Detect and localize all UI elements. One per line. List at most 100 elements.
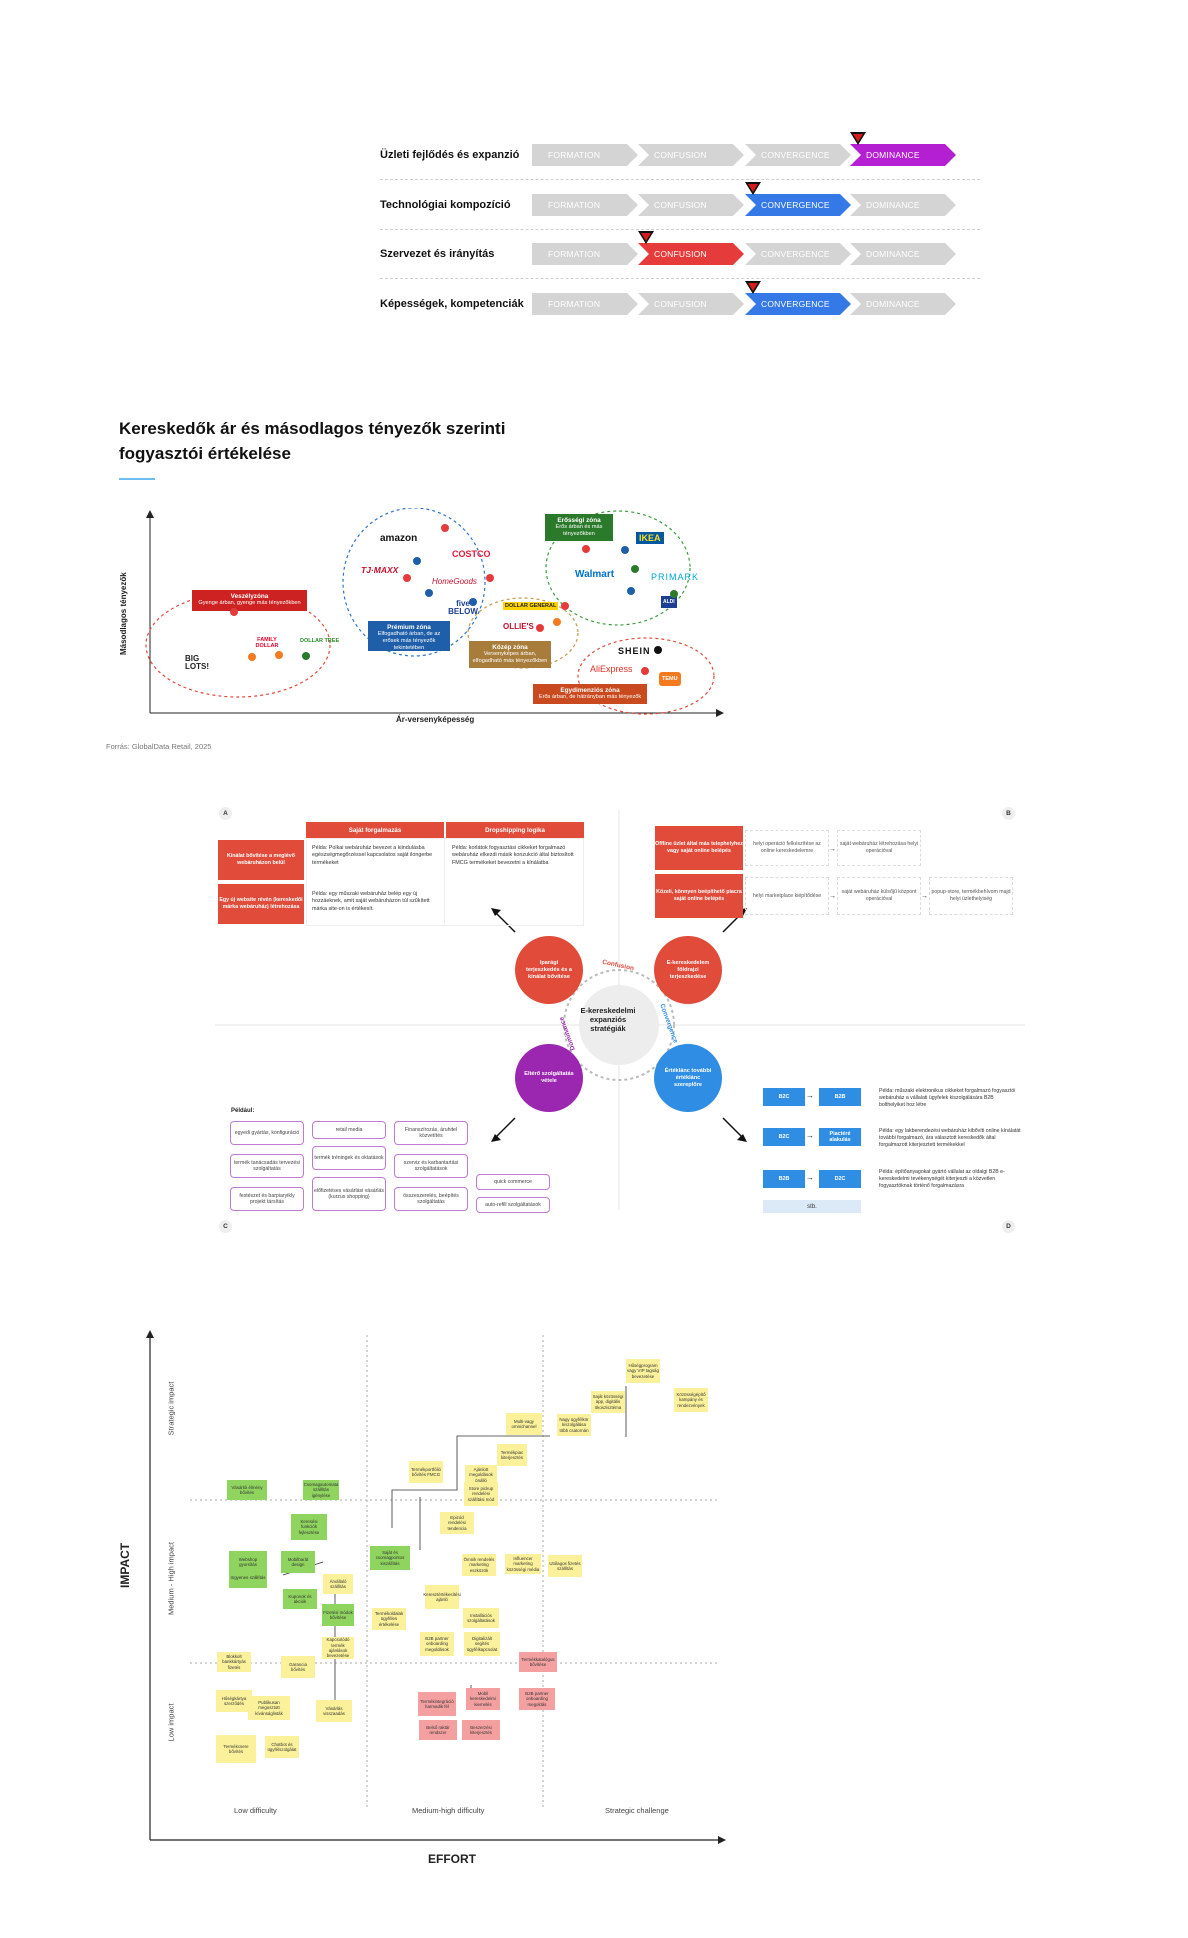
brand-primark: PRIMARK xyxy=(651,572,700,582)
sticky-note: Termékkatalógus bővítése xyxy=(519,1652,557,1672)
d-box: B2C xyxy=(763,1128,805,1146)
c-title: Például: xyxy=(231,1108,255,1114)
c-item: összeszerelés, beépítés szolgáltatás xyxy=(394,1187,468,1211)
corner-b: B xyxy=(1002,807,1015,820)
stage-marker-icon xyxy=(850,132,866,145)
c-item: quick commerce xyxy=(476,1174,550,1190)
c-item: egyedi gyártás, konfiguráció xyxy=(230,1121,304,1145)
source-note: Forrás: GlobalData Retail, 2025 xyxy=(106,742,212,751)
brand-dot xyxy=(553,618,561,626)
brand-tjmaxx: TJ·MAXX xyxy=(361,565,399,575)
sticky-note: Keresztértékesítési ajánló xyxy=(423,1585,461,1609)
corner-d: D xyxy=(1002,1220,1015,1233)
zone-premium xyxy=(342,508,486,657)
sticky-note: Termékcsere bővítés xyxy=(216,1735,256,1763)
c-item: előfizetéses vásárlási vásárlás (kurzus … xyxy=(312,1177,386,1211)
d-example: Példa: építőanyagokat gyártó vállalat az… xyxy=(879,1169,1005,1189)
sticky-note: Hűségkártya szerződés xyxy=(216,1690,252,1712)
d-box: B2B xyxy=(763,1170,805,1188)
c-item: termék tanácsadás tervezési szolgáltatás xyxy=(230,1154,304,1178)
sticky-note: Nagy ügyfélkör kiszolgálása több csatorn… xyxy=(557,1414,591,1436)
brand-ikea: IKEA xyxy=(636,532,664,544)
c-item: Finanszírozás, áruhitel közvetítés xyxy=(394,1121,468,1145)
arrow-icon: → xyxy=(806,1131,814,1140)
sticky-note: Influencer marketing közösségi média xyxy=(505,1554,541,1574)
zone-kozep xyxy=(467,597,579,669)
brand-dot xyxy=(536,624,544,632)
brand-ollies: OLLIE'S xyxy=(503,622,534,631)
retail-xlabel: Ár-versenyképesség xyxy=(396,715,475,724)
sticky-note: Beszerzési kiterjesztés xyxy=(462,1720,500,1740)
brand-five-below: five BELOW xyxy=(448,599,478,616)
stage-chevron-confusion: CONFUSION xyxy=(638,243,744,265)
arrow-icon: → xyxy=(806,1091,814,1100)
a-col1-header: Saját forgalmazás xyxy=(306,822,444,838)
stage-chevron-formation: FORMATION xyxy=(532,144,638,166)
stage-marker-icon xyxy=(745,281,761,294)
sticky-note: Webshop gyorsítás xyxy=(229,1551,267,1573)
stage-chevron-formation: FORMATION xyxy=(532,293,638,315)
sticky-note: Saját és csomagpontos kiszállítás xyxy=(370,1546,410,1570)
b-cell-22: saját webáruház külsőjű központ operáció… xyxy=(837,877,921,915)
a-cell-11: Példa: Polkai webáruház bevezet a kiindu… xyxy=(312,845,433,866)
b-cell-12: saját webáruház létrehozása helyi operác… xyxy=(837,830,921,866)
circle-foldrajzi: E-kereskedelem földrajzi terjeszkedése xyxy=(654,936,722,1004)
x-col-label: Low difficulty xyxy=(234,1806,277,1815)
brand-dot xyxy=(403,574,411,582)
sticky-note: Ömnik rendelés marketing eszközök xyxy=(462,1554,496,1576)
d-box: B2B xyxy=(819,1088,861,1106)
divider xyxy=(380,179,980,180)
b-row1-label: Offline üzlet által más telephelyhez vag… xyxy=(655,826,743,870)
sticky-note: Saját közösségi app, digitális ökosziszt… xyxy=(591,1391,625,1413)
corner-c: C xyxy=(219,1220,232,1233)
stage-row-label: Képességek, kompetenciák xyxy=(380,298,524,310)
sticky-note: Termékoldalak ügyféles értékelése xyxy=(372,1608,406,1630)
sticky-note: Ajánlott megoldások önálló xyxy=(465,1465,497,1485)
sticky-note: Epizód rendelési tendencia xyxy=(440,1512,474,1534)
sticky-note: Publikusan megosztott kívánságlisták xyxy=(248,1696,290,1720)
stage-chevron-dominance: DOMINANCE xyxy=(850,144,956,166)
arrow-icon: → xyxy=(829,893,836,900)
title-underline xyxy=(119,478,155,480)
a-row1-label: Kínálat bővítése a meglévő webáruházon b… xyxy=(218,840,304,880)
sticky-note: Mobilbarát design xyxy=(281,1551,315,1573)
a-cell-12: Példa: korlátok fogyasztási cikkeket for… xyxy=(452,845,574,866)
stage-chevron-confusion: CONFUSION xyxy=(638,194,744,216)
y-row-label: Low impact xyxy=(166,1703,176,1742)
divider xyxy=(380,229,980,230)
sticky-note: Kapcsolódó termék ajánlások bevezetése xyxy=(322,1637,354,1659)
sticky-note: Mobil kereskedelmi kiemelés xyxy=(466,1688,500,1710)
sticky-note: Kuponok és akciók xyxy=(283,1589,317,1609)
x-col-label: Strategic challenge xyxy=(605,1806,669,1815)
brand-dot xyxy=(302,652,310,660)
d-example: Példa: műszaki elektronikus cikkeket for… xyxy=(879,1088,1016,1108)
sticky-note: Vásárlói élmény bővítés xyxy=(227,1480,267,1500)
sticky-note: Multi-vagy omnichannel xyxy=(506,1413,542,1435)
center-label: E-kereskedelmi expanziós stratégiák xyxy=(580,1006,636,1033)
brand-dot xyxy=(670,590,678,598)
stage-row-label: Üzleti fejlődés és expanzió xyxy=(380,149,520,161)
sticky-note: Hűségprogram vagy VIP tagság bevezetése xyxy=(626,1359,660,1383)
x-axis-title: EFFORT xyxy=(428,1852,476,1866)
brand-dot xyxy=(441,524,449,532)
stage-chevron-dominance: DOMINANCE xyxy=(850,194,956,216)
brand-dot xyxy=(627,587,635,595)
stage-marker-icon xyxy=(745,182,761,195)
retail-title: Kereskedők ár és másodlagos tényezők sze… xyxy=(119,419,506,463)
brand-aliexpress: AliExpress xyxy=(590,664,633,674)
stage-chevron-convergence: CONVERGENCE xyxy=(745,194,851,216)
sticky-note: Blokkolt bankkártyás fizetés xyxy=(217,1652,251,1672)
c-item: auto-refill szolgáltatások xyxy=(476,1197,550,1213)
d-box: B2C xyxy=(763,1088,805,1106)
brand-dot xyxy=(413,557,421,565)
stage-chevron-confusion: CONFUSION xyxy=(638,144,744,166)
stage-row-label: Szervezet és irányítás xyxy=(380,248,495,260)
brand-amazon: amazon xyxy=(380,533,418,544)
brand-walmart: Walmart xyxy=(575,569,615,580)
b-cell-11: helyi operáció felkészítése az online ke… xyxy=(745,830,829,866)
sticky-note: Store pickup rendelési szállítási mód xyxy=(464,1482,498,1506)
stage-chevron-convergence: CONVERGENCE xyxy=(745,144,851,166)
